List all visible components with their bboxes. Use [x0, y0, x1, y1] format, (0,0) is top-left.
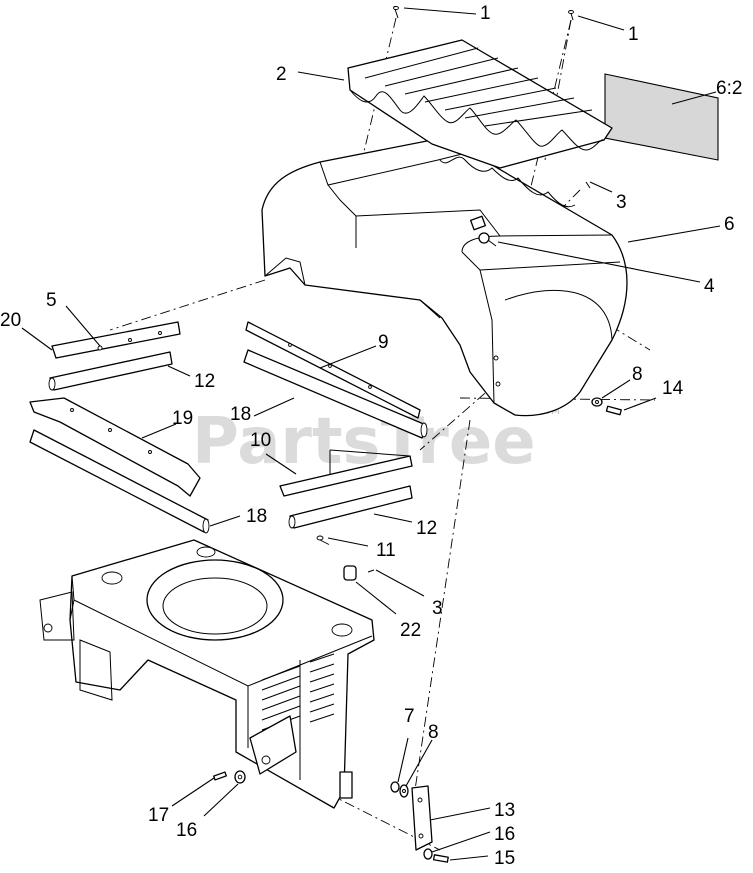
callout-6-2: 6:2 — [716, 78, 742, 99]
seal-12-upper — [48, 351, 173, 391]
callout-2: 2 — [276, 64, 287, 85]
callout-6: 6 — [724, 214, 735, 235]
callout-13: 13 — [494, 800, 515, 821]
washer-16-right — [423, 848, 433, 860]
callout-12-upper: 12 — [194, 371, 215, 392]
bracket-13 — [411, 785, 433, 851]
washer-8-upper — [591, 397, 603, 407]
callout-18-lower: 18 — [246, 506, 267, 527]
callout-15: 15 — [494, 848, 515, 869]
callout-3-lower: 3 — [432, 598, 443, 619]
washer-16-left — [234, 770, 246, 784]
seal-18-lower — [29, 429, 210, 534]
callout-12-lower: 12 — [416, 518, 437, 539]
callout-1-left: 1 — [480, 3, 491, 24]
screw-1-left — [393, 5, 399, 19]
fastener-11 — [316, 535, 324, 541]
bolt-15 — [432, 854, 449, 863]
seal-18-upper — [243, 349, 428, 439]
callout-10: 10 — [250, 430, 271, 451]
chassis-frame — [39, 539, 375, 809]
callout-16-right: 16 — [494, 824, 515, 845]
bracket-10 — [279, 449, 413, 497]
callout-16-left: 16 — [176, 820, 197, 841]
bolt-14 — [605, 405, 622, 416]
grille-2 — [347, 39, 613, 208]
callout-9: 9 — [378, 332, 389, 353]
callout-14: 14 — [662, 378, 684, 399]
callout-8-lower: 8 — [428, 722, 439, 743]
hood-shell-6 — [261, 139, 628, 417]
decal-6-2 — [604, 73, 719, 161]
callout-18-upper: 18 — [230, 404, 251, 425]
frame-louvers — [261, 653, 335, 731]
callout-20: 20 — [0, 310, 21, 331]
leader-lines — [21, 7, 721, 861]
latch-4 — [470, 215, 497, 247]
seal-12-lower — [288, 485, 413, 529]
callout-8-upper: 8 — [632, 364, 643, 385]
callout-3-top: 3 — [616, 192, 627, 213]
callout-17: 17 — [148, 805, 169, 826]
nut-7 — [390, 781, 400, 793]
spacer-22 — [343, 565, 357, 581]
screw-17 — [213, 771, 227, 781]
screw-3-top — [585, 181, 591, 189]
bracket-19 — [29, 397, 201, 497]
screw-1-right — [568, 9, 574, 21]
washer-8-lower — [399, 784, 409, 798]
callout-11: 11 — [376, 540, 396, 561]
callout-4: 4 — [704, 276, 715, 297]
bracket-20 — [51, 321, 181, 359]
callout-7: 7 — [404, 706, 415, 727]
callout-5: 5 — [46, 290, 57, 311]
callout-22: 22 — [400, 620, 421, 641]
callout-labels: 1 1 2 6:2 3 6 4 5 20 9 12 8 14 18 19 10 … — [0, 3, 742, 869]
callout-1-right: 1 — [628, 24, 639, 45]
callout-19: 19 — [172, 408, 193, 429]
screw-3-lower — [367, 569, 375, 573]
